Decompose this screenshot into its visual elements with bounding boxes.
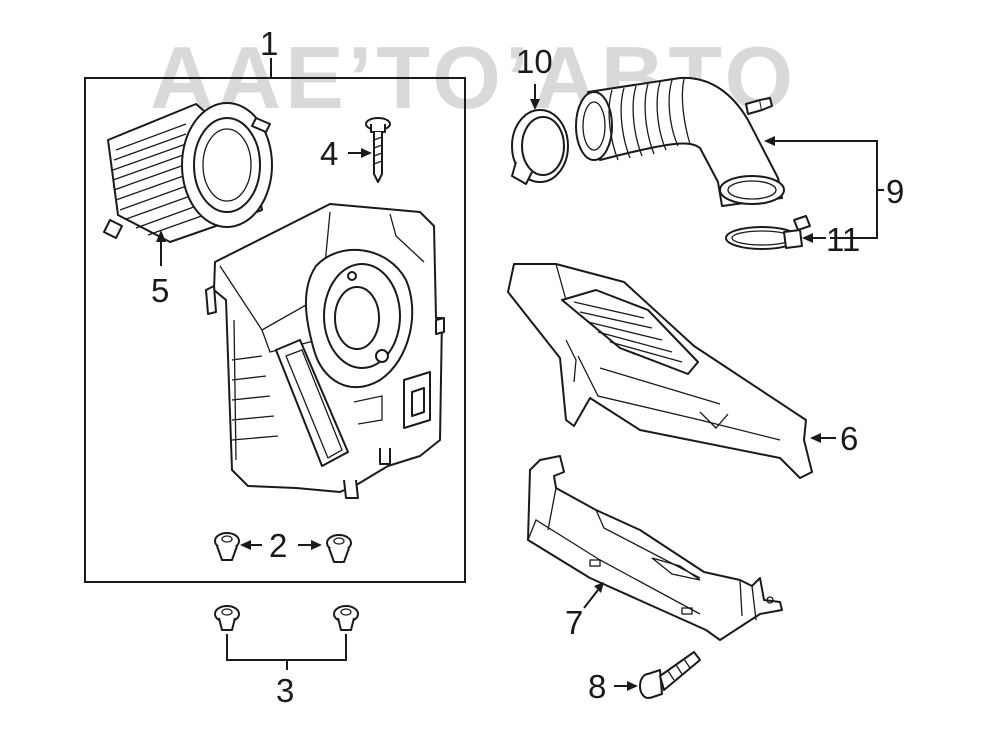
callout-4: 4 bbox=[320, 135, 338, 172]
callout-2: 2 bbox=[269, 527, 287, 564]
leader-4 bbox=[348, 148, 372, 158]
assembly-box bbox=[84, 77, 466, 583]
leader-10 bbox=[530, 84, 540, 110]
air-cleaner-housing[interactable] bbox=[205, 203, 445, 499]
leader-2 bbox=[240, 540, 322, 550]
leader-3 bbox=[226, 634, 347, 670]
callout-3: 3 bbox=[276, 672, 294, 709]
leader-6 bbox=[810, 433, 836, 443]
bolt-part-8[interactable] bbox=[639, 651, 701, 699]
callout-8: 8 bbox=[588, 668, 606, 705]
air-intake-duct-6[interactable] bbox=[507, 263, 813, 479]
callout-7: 7 bbox=[565, 604, 583, 641]
callout-1: 1 bbox=[260, 25, 278, 62]
grommet-3-left[interactable] bbox=[214, 605, 240, 631]
leader-9 bbox=[764, 136, 884, 239]
air-filter-element[interactable] bbox=[103, 102, 273, 243]
leader-5 bbox=[156, 230, 166, 266]
duct-bracket-7[interactable] bbox=[527, 455, 783, 641]
hose-clamp-10[interactable] bbox=[511, 109, 569, 185]
intake-duct-hose[interactable] bbox=[575, 76, 785, 207]
callout-9: 9 bbox=[886, 173, 904, 210]
leader-8 bbox=[614, 681, 638, 691]
callout-10: 10 bbox=[516, 43, 553, 80]
callout-6: 6 bbox=[840, 420, 858, 457]
grommet-3-right[interactable] bbox=[333, 605, 359, 631]
callout-5: 5 bbox=[151, 272, 169, 309]
callout-11: 11 bbox=[826, 221, 860, 258]
grommet-2-left[interactable] bbox=[214, 532, 240, 561]
hose-clamp-11[interactable] bbox=[725, 215, 811, 250]
grommet-2-right[interactable] bbox=[326, 534, 352, 563]
leader-11 bbox=[802, 233, 826, 243]
leader-7 bbox=[583, 582, 604, 609]
screw-part-4[interactable] bbox=[365, 117, 391, 183]
